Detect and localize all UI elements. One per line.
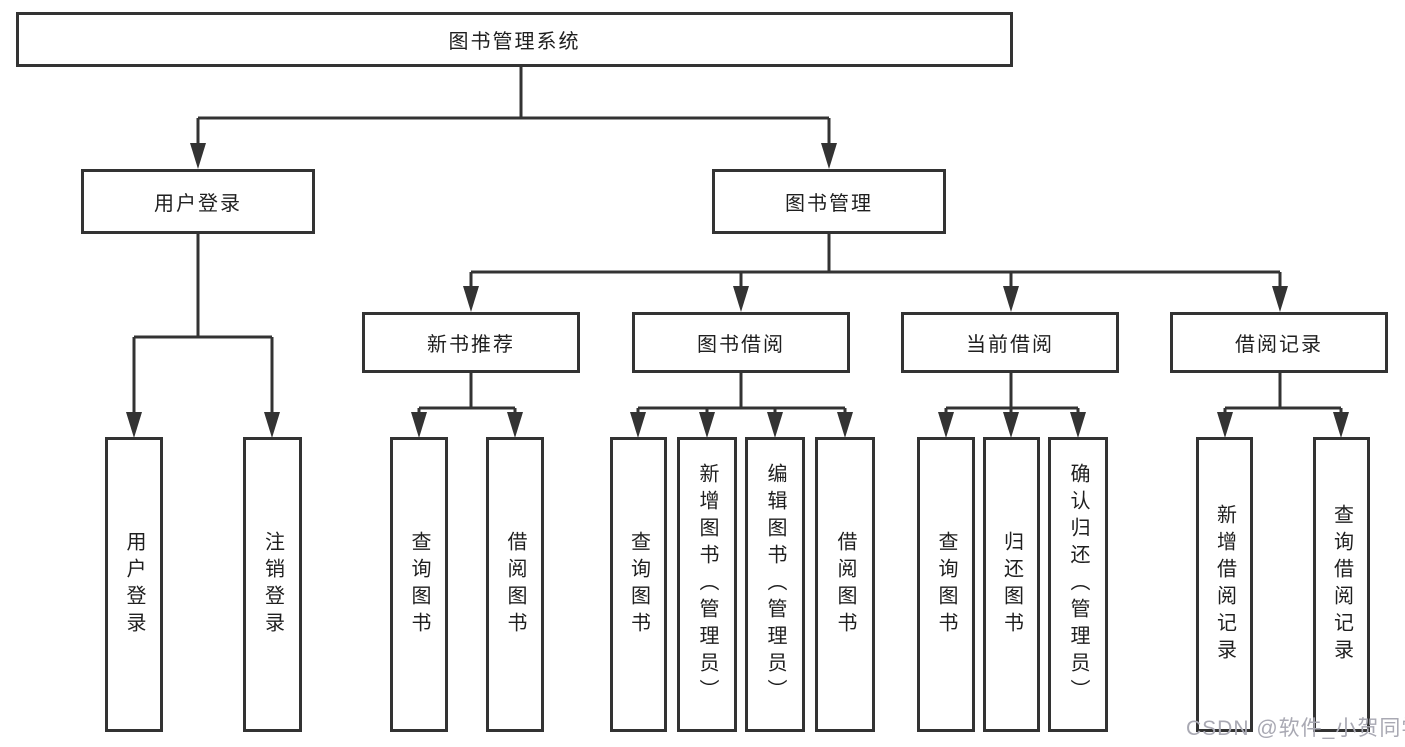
leaf-label: 查询图书	[408, 530, 430, 639]
node-label: 用户登录	[154, 193, 242, 215]
node-label: 借阅记录	[1235, 334, 1323, 356]
node-book-borrowing: 图书借阅	[632, 312, 850, 373]
node-label: 图书管理	[785, 193, 873, 215]
leaf-borrow-books-borrowing: 借阅图书	[815, 437, 875, 732]
node-label: 图书管理系统	[448, 31, 581, 53]
leaf-label: 编辑图书（管理员）	[764, 463, 786, 706]
node-label: 当前借阅	[966, 334, 1054, 356]
node-label: 新书推荐	[427, 334, 515, 356]
leaf-edit-books-admin: 编辑图书（管理员）	[745, 437, 805, 732]
leaf-query-books-recommend: 查询图书	[390, 437, 448, 732]
csdn-watermark: CSDN @软件_小贺同学	[1186, 717, 1405, 740]
node-borrowing-records: 借阅记录	[1170, 312, 1388, 373]
leaf-add-books-admin: 新增图书（管理员）	[677, 437, 737, 732]
node-user-login: 用户登录	[81, 169, 315, 234]
node-label: 图书借阅	[697, 334, 785, 356]
leaf-query-books-borrowing: 查询图书	[610, 437, 667, 732]
leaf-add-borrowing-record: 新增借阅记录	[1196, 437, 1253, 732]
leaf-label: 用户登录	[123, 530, 145, 639]
leaf-label: 注销登录	[261, 530, 284, 639]
leaf-label: 借阅图书	[504, 530, 526, 639]
leaf-logout: 注销登录	[243, 437, 302, 732]
leaf-query-books-current: 查询图书	[917, 437, 975, 732]
node-new-book-recommendation: 新书推荐	[362, 312, 580, 373]
leaf-user-login: 用户登录	[105, 437, 163, 732]
leaf-label: 查询借阅记录	[1330, 503, 1353, 666]
arrowheads	[126, 143, 1349, 438]
leaf-borrow-books-recommend: 借阅图书	[486, 437, 544, 732]
leaf-label: 借阅图书	[834, 530, 856, 639]
node-book-management: 图书管理	[712, 169, 946, 234]
node-current-borrowing: 当前借阅	[901, 312, 1119, 373]
leaf-label: 查询图书	[627, 530, 650, 639]
leaf-label: 新增图书（管理员）	[696, 463, 718, 706]
leaf-label: 新增借阅记录	[1213, 503, 1236, 666]
node-library-management-system: 图书管理系统	[16, 12, 1013, 67]
leaf-label: 查询图书	[935, 530, 957, 639]
leaf-return-books: 归还图书	[983, 437, 1040, 732]
leaf-label: 确认归还（管理员）	[1067, 463, 1089, 706]
leaf-confirm-return-admin: 确认归还（管理员）	[1048, 437, 1108, 732]
leaf-label: 归还图书	[1000, 530, 1023, 639]
leaf-query-borrowing-record: 查询借阅记录	[1313, 437, 1370, 732]
